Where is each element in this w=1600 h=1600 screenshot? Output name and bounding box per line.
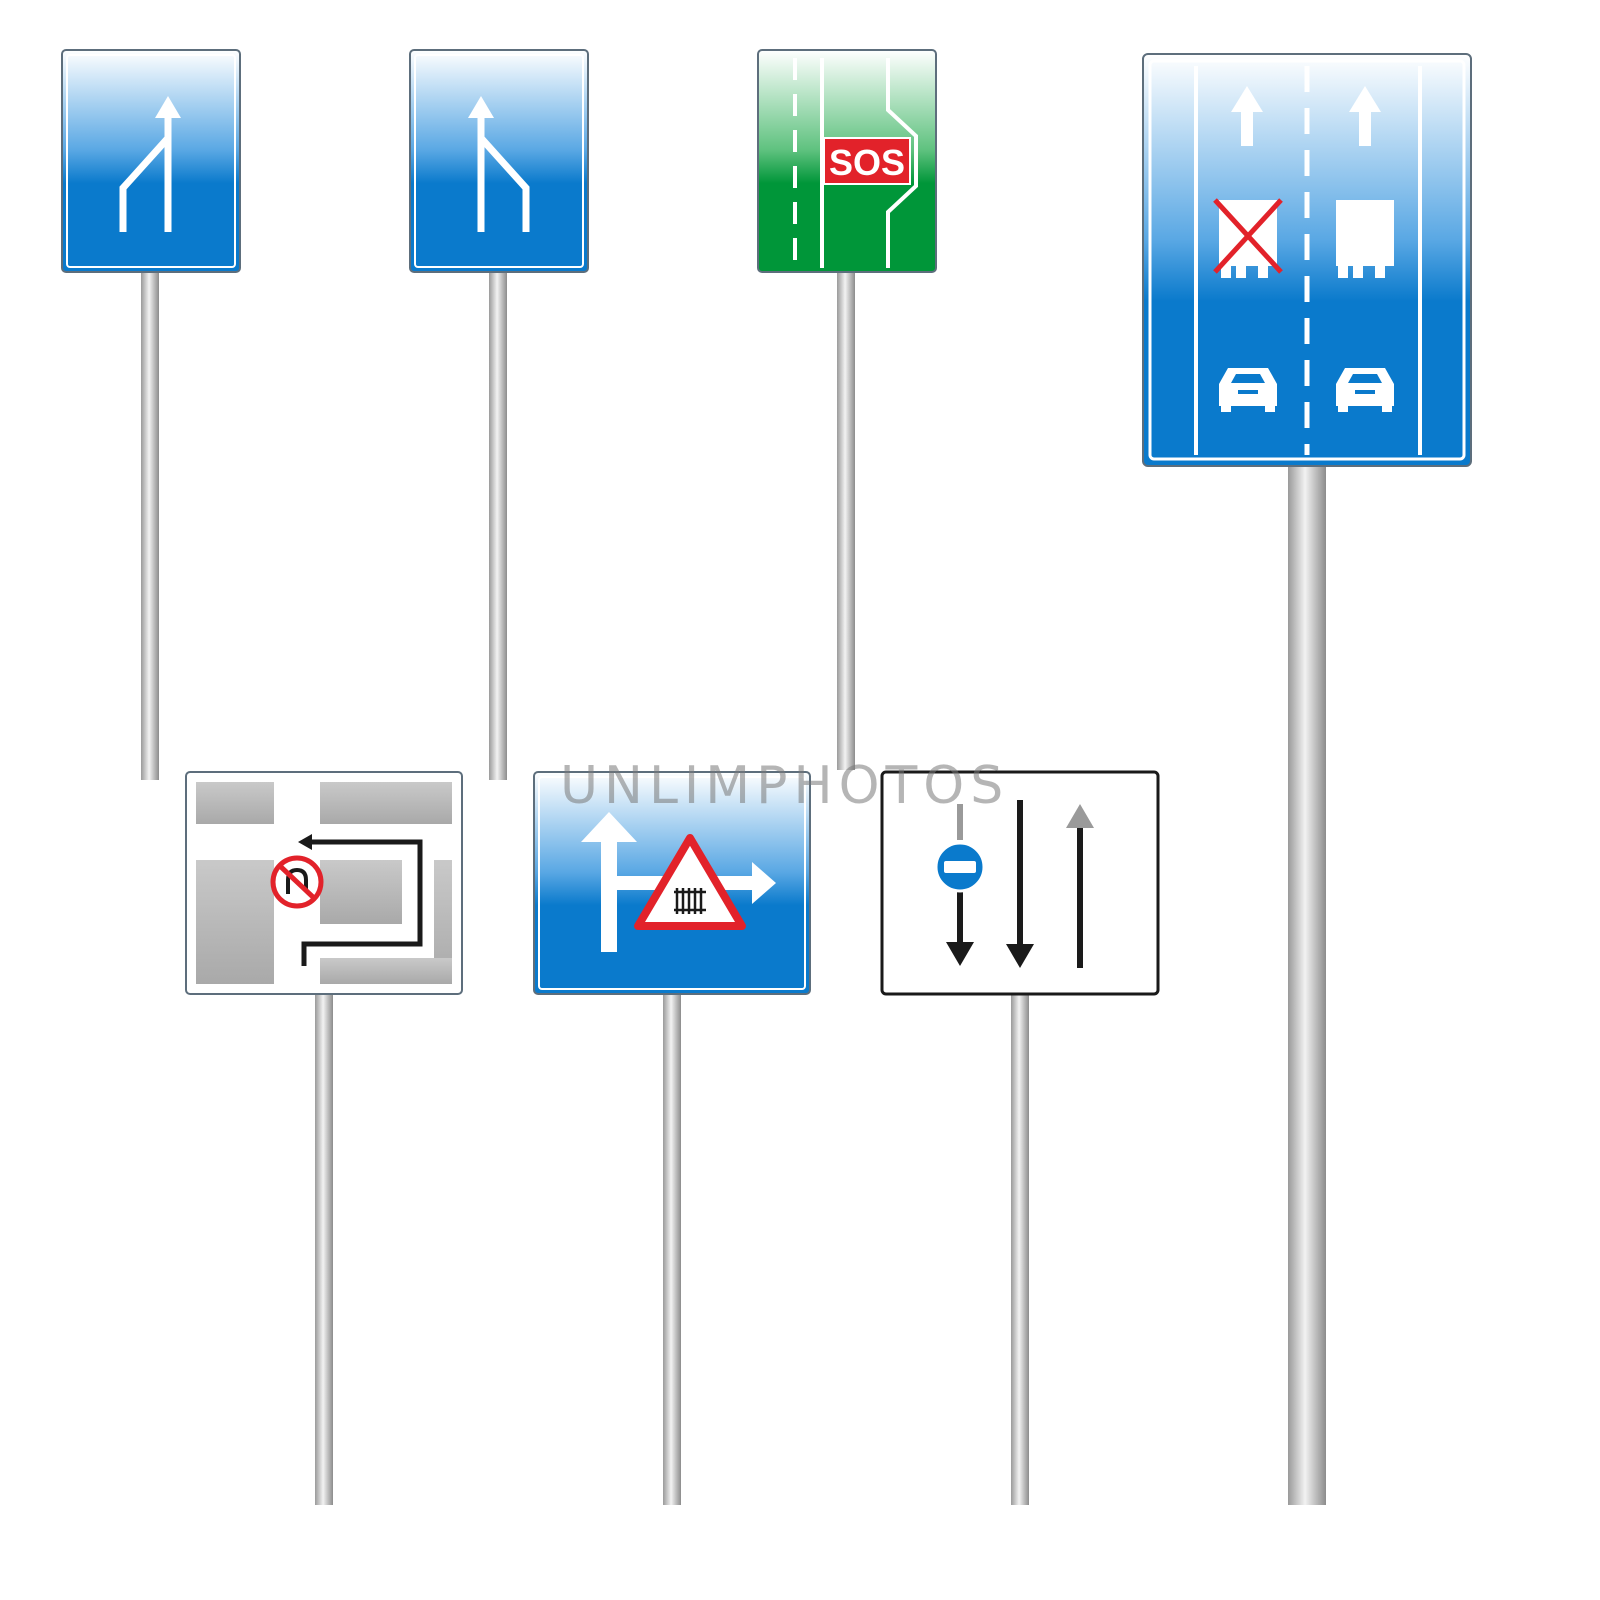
sign-border: [538, 776, 806, 990]
sign-pole: [489, 272, 507, 780]
lane-vehicles-icon: [1194, 66, 1422, 455]
sign-pole: [141, 272, 159, 780]
sign-pole: [663, 993, 681, 1505]
no-u-turn-icon: [270, 855, 324, 909]
bus-lane-sign: [880, 770, 1160, 1505]
sign-border: [414, 54, 584, 268]
truck-icon: [1336, 200, 1394, 278]
truck-prohibited-icon: [1213, 198, 1283, 278]
sign-pole: [315, 993, 333, 1505]
lane-merge-left-sign: [61, 49, 241, 780]
lane-restriction-sign: [1142, 53, 1472, 1505]
sign-pole: [837, 272, 855, 770]
emergency-lay-by-sign: SOS: [757, 49, 937, 770]
detour-sign: [185, 771, 463, 1505]
bus-lane-icon: [934, 800, 1094, 968]
lane-merge-icon: [119, 96, 181, 232]
railway-crossing-direction-sign: [533, 771, 811, 1505]
sos-badge: [823, 137, 911, 185]
sign-border: [66, 54, 236, 268]
sign-pole: [1288, 465, 1326, 1505]
railway-crossing-icon: [581, 812, 776, 952]
sign-pole: [1011, 993, 1029, 1505]
sign-border: [1148, 59, 1466, 461]
car-icon: [1219, 368, 1394, 412]
arrow-up-icon: [1231, 86, 1381, 146]
lane-merge-right-sign: [409, 49, 589, 780]
detour-map-icon: [196, 782, 452, 984]
sos-lay-by-icon: [793, 58, 918, 268]
sos-label: SOS: [829, 142, 905, 183]
lane-merge-icon: [468, 96, 530, 232]
